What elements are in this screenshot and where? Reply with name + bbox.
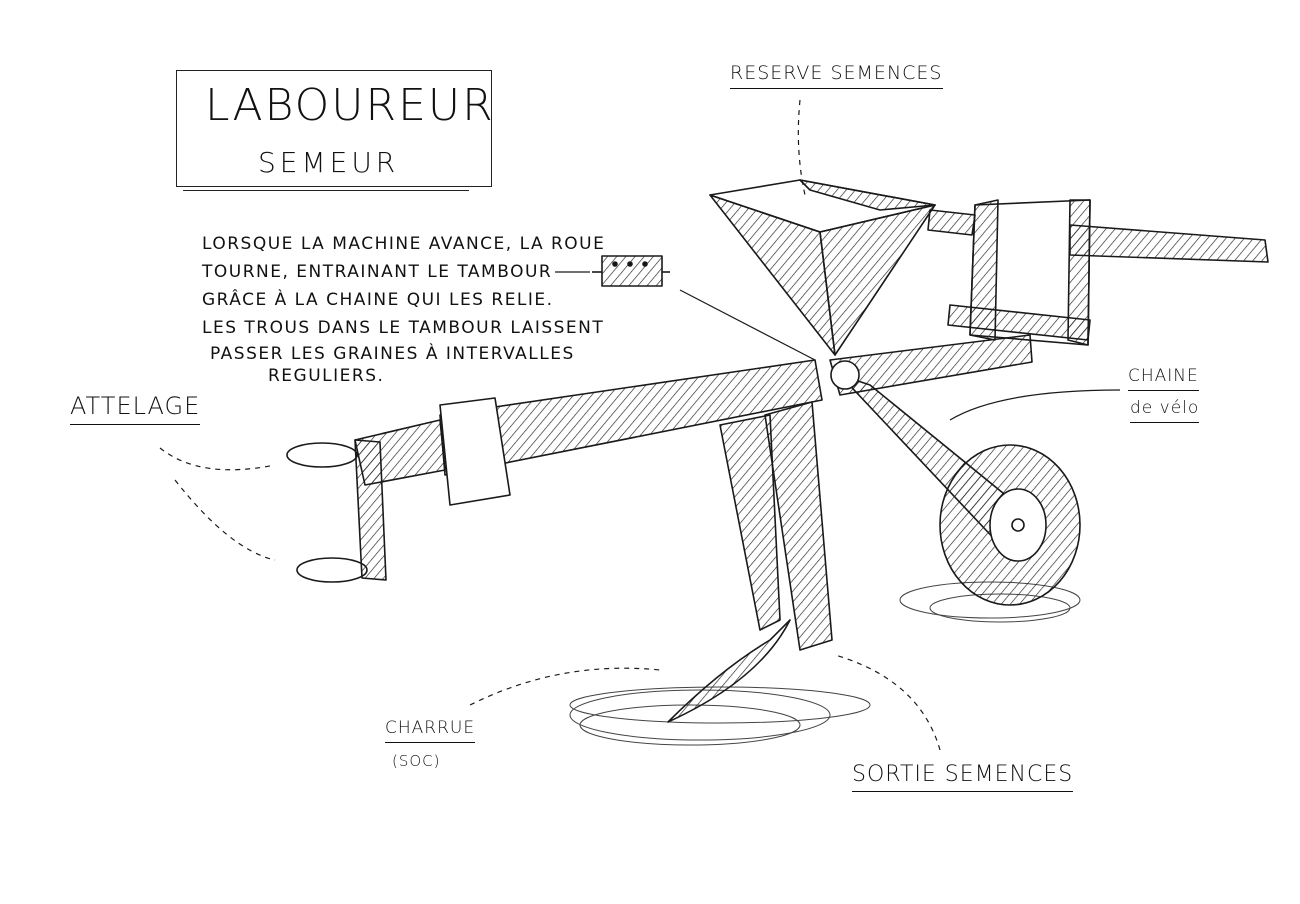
label-charrue: Charrue <box>385 718 476 743</box>
wheel <box>939 444 1081 606</box>
drum-detail <box>592 255 670 287</box>
label-attelage: Attelage <box>70 392 201 425</box>
handle-frame <box>927 199 1269 346</box>
label-soc: (soc) <box>392 752 441 770</box>
main-beam <box>439 359 823 476</box>
description-line: passer les graines à intervalles <box>210 344 575 364</box>
rear-post <box>719 414 781 631</box>
description-line: Les trous dans le tambour laissent <box>202 318 605 338</box>
seed-hopper <box>709 179 936 356</box>
annotation-arrows <box>159 99 941 751</box>
plow-post <box>764 401 833 651</box>
plow-share <box>667 619 791 723</box>
title-box <box>176 70 492 187</box>
title-line-1: Laboureur <box>205 80 495 131</box>
description-line: reguliers. <box>268 366 385 386</box>
sprocket <box>830 360 860 390</box>
label-reserve-semences: Reserve Semences <box>730 62 943 89</box>
title-line-2: Semeur <box>258 146 400 179</box>
label-sortie-semences: Sortie Semences <box>852 762 1074 792</box>
description-line: grâce à la chaine qui les relie. <box>202 290 554 310</box>
label-chaine-2: de vélo <box>1130 398 1200 423</box>
sleeve <box>439 397 511 506</box>
label-chaine-1: Chaine <box>1128 366 1199 391</box>
hitch <box>286 419 446 583</box>
description-line: Lorsque la machine avance, la roue <box>202 234 606 254</box>
title-underline <box>183 190 469 191</box>
description-line: tourne, entrainant le tambour <box>202 262 553 282</box>
